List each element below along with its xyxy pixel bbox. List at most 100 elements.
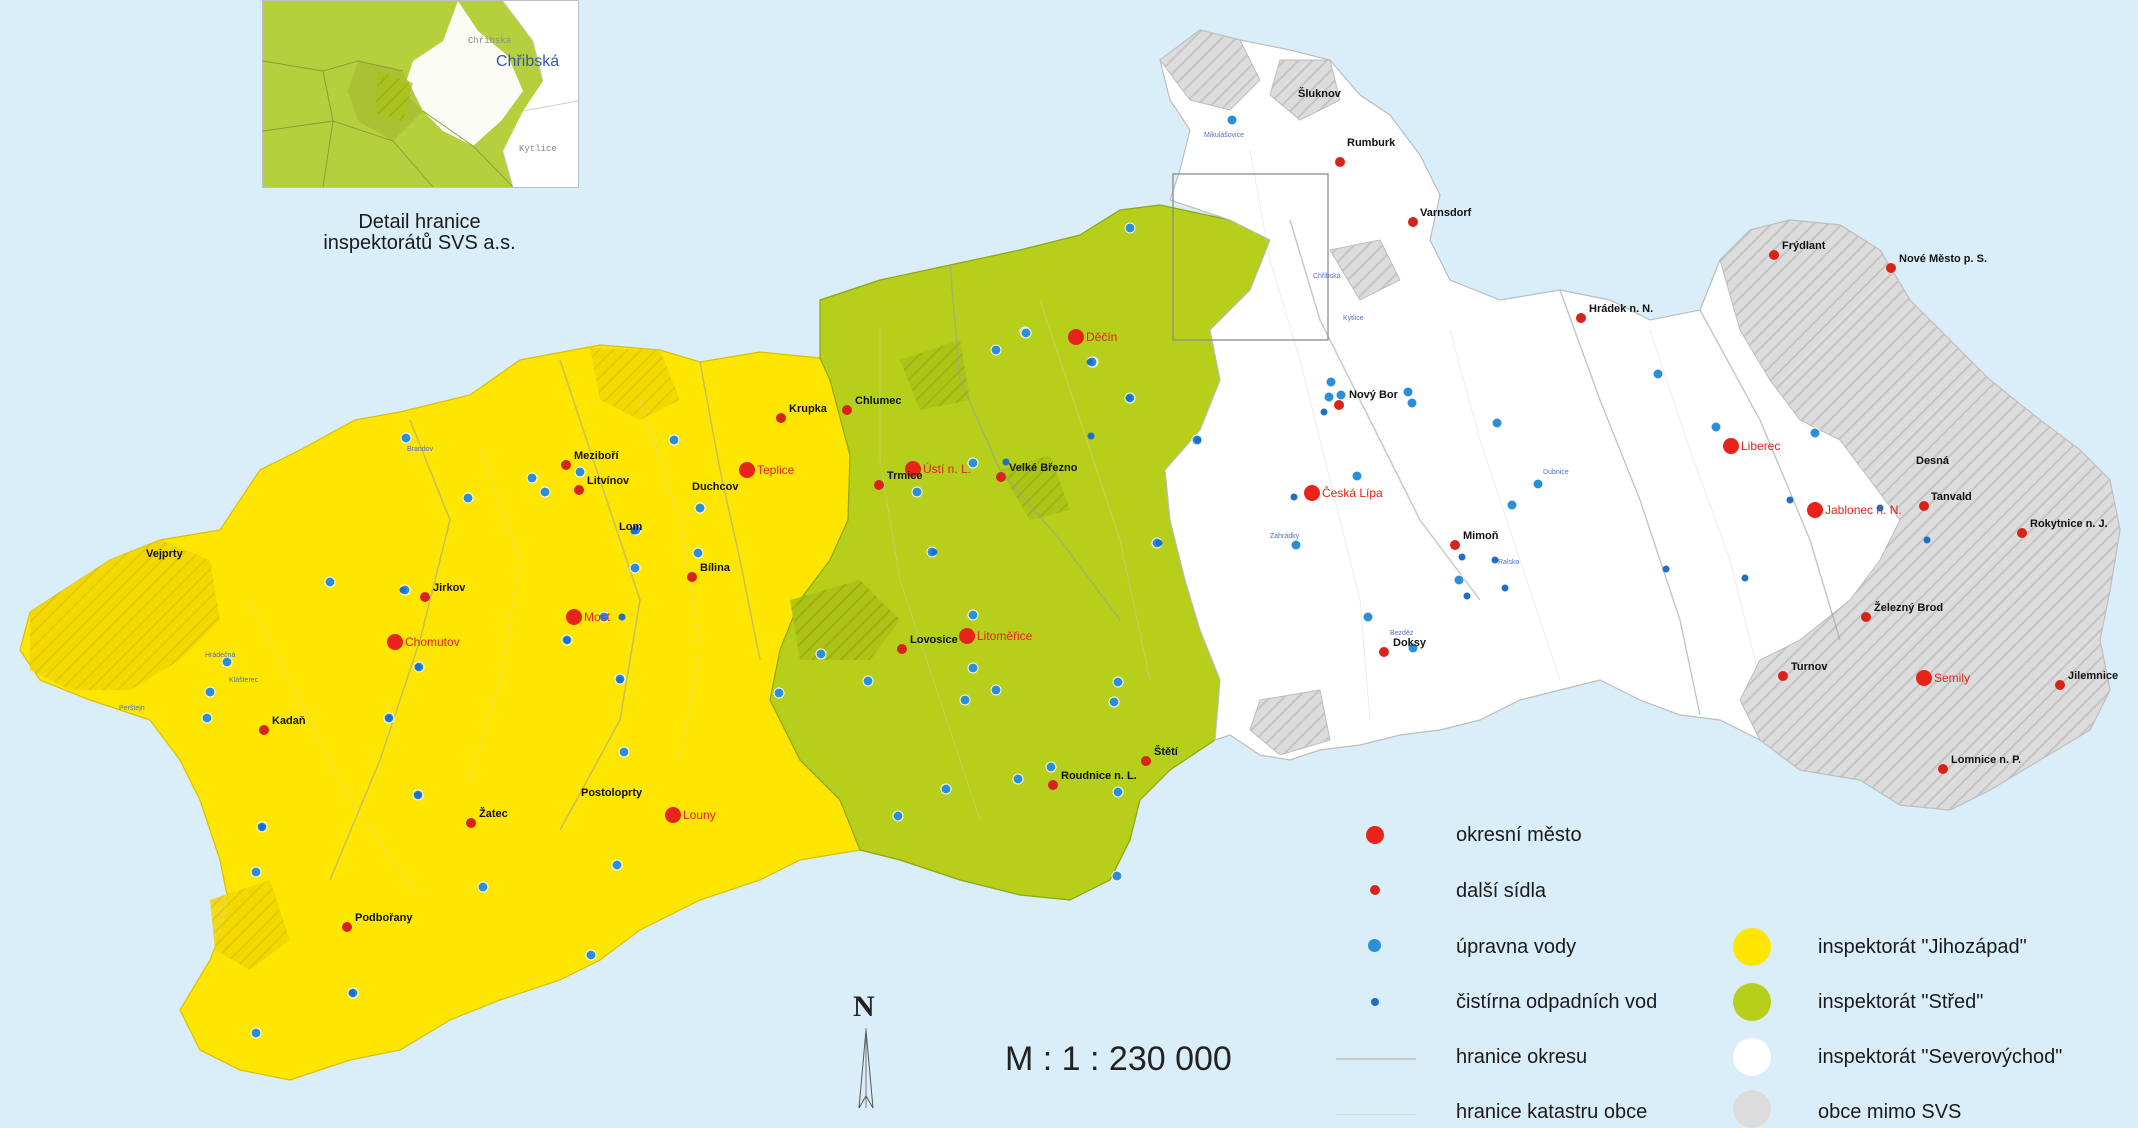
map-label: Podbořany	[355, 912, 413, 924]
hatch-stred-north	[900, 340, 970, 410]
district-city-points	[387, 329, 1932, 823]
legend-stred: inspektorát "Střed"	[1818, 991, 1984, 1013]
map-label: Bílina	[700, 562, 731, 574]
legend-dalsi-sidla: další sídla	[1456, 880, 1547, 902]
map-label: Liberec	[1741, 439, 1780, 453]
svg-text:Kytlice: Kytlice	[519, 144, 557, 154]
map-label: Perštejn	[119, 705, 145, 712]
map-label: Jirkov	[433, 582, 466, 594]
legend-small-blue-dot-icon	[1371, 998, 1379, 1006]
map-label: Roudnice n. L.	[1061, 770, 1137, 782]
inset-caption-line2: inspektorátů SVS a.s.	[323, 232, 516, 254]
map-label: Litvínov	[587, 475, 630, 487]
area-mimo-svs-east	[1719, 219, 2121, 811]
area-mimo-svs-mid	[1329, 239, 1401, 301]
map-label: Nový Bor	[1349, 389, 1399, 401]
inset-frame	[1172, 173, 1329, 341]
map-label: Zahrádky	[1270, 533, 1300, 540]
map-label: Krupka	[789, 403, 828, 415]
district-boundaries	[329, 219, 1841, 881]
area-mimo-svs-north2	[1269, 59, 1341, 121]
map-label: Chomutov	[405, 635, 460, 649]
legend-severovychod: inspektorát "Severovýchod"	[1818, 1046, 2063, 1068]
map-label: Hrádek n. N.	[1589, 303, 1653, 315]
hatch-jihozapad-north	[590, 348, 680, 420]
map-label: Teplice	[757, 463, 795, 477]
map-label: Kadaň	[272, 715, 306, 727]
inset-caption: Detail hranice inspektorátů SVS a.s.	[262, 212, 577, 254]
inset-place-label: Chřibská	[496, 53, 560, 70]
legend-small-red-dot-icon	[1370, 885, 1380, 895]
district-city-labels: Chomutov Most Teplice Ústí n. L. DěčínLitomě…	[405, 330, 1970, 822]
map-label: Desná	[1916, 455, 1950, 467]
map-label: Rokytnice n. J.	[2030, 518, 2108, 530]
map-label: Litoměřice	[977, 629, 1033, 643]
legend-mimo-svs-swatch-icon	[1733, 1090, 1771, 1128]
map-label: Ralsko	[1498, 559, 1520, 566]
map-label: Velké Březno	[1009, 462, 1078, 474]
legend-district-line-icon	[1336, 1058, 1416, 1060]
map-label: Štětí	[1154, 745, 1179, 758]
region-jihozapad	[19, 344, 861, 1081]
map-label: Duchcov	[692, 481, 739, 493]
map-label: Chlumec	[855, 395, 901, 407]
hatch-jihozapad-west	[30, 540, 220, 690]
map-label: Frýdlant	[1782, 240, 1826, 252]
hatch-jihozapad-south	[210, 880, 290, 970]
map-label: Postoloprty	[581, 787, 643, 799]
legend-hranice-okresu: hranice okresu	[1456, 1046, 1588, 1068]
map-label: Mimoň	[1463, 530, 1499, 542]
legend-big-red-dot-icon	[1366, 826, 1384, 844]
map-label: Doksy	[1393, 637, 1427, 649]
map-label: Jilemnice	[2068, 670, 2118, 682]
map-label: Lovosice	[910, 634, 958, 646]
map-label: Kytlice	[1343, 315, 1364, 322]
legend-blue-dot-icon	[1368, 939, 1381, 952]
map-label: Nové Město p. S.	[1899, 253, 1987, 265]
map-label: Turnov	[1791, 661, 1828, 673]
map-label: Šluknov	[1298, 87, 1342, 100]
map-label: Varnsdorf	[1420, 207, 1472, 219]
area-mimo-svs-north	[1159, 29, 1261, 111]
town-points	[259, 157, 2065, 932]
wastewater-points	[258, 358, 1931, 997]
legend-cistirna: čistírna odpadních vod	[1456, 991, 1658, 1013]
map-label: Semily	[1934, 671, 1970, 685]
legend-okresni-mesto: okresní město	[1456, 824, 1582, 846]
map-label: Klášterec	[229, 677, 259, 684]
north-label: N	[853, 990, 875, 1023]
map-label: Děčín	[1086, 330, 1117, 344]
map-label: Lom	[619, 521, 642, 533]
scale-label: M : 1 : 230 000	[1005, 1040, 1232, 1078]
map-label: Meziboří	[574, 450, 620, 462]
map-label: Hrádečná	[205, 652, 235, 659]
inset-caption-line1: Detail hranice	[358, 211, 481, 233]
map-label: Lomnice n. P.	[1951, 754, 2021, 766]
inset-map-drawing: Chřibská Kytlice	[263, 1, 578, 187]
map-label: Mikulášovice	[1204, 132, 1244, 139]
map-label: Žatec	[479, 807, 508, 820]
svg-text:Chřibská: Chřibská	[468, 36, 512, 46]
map-label: Brandov	[407, 446, 434, 453]
map-label: Trmice	[887, 470, 922, 482]
map-label: Tanvald	[1931, 491, 1972, 503]
hatch-stred-central	[790, 580, 900, 660]
map-label: Vejprty	[146, 548, 184, 560]
legend-jihozapad-swatch-icon	[1733, 928, 1771, 966]
map-label: Chřibská	[1313, 273, 1341, 280]
map-label: Bezděz	[1390, 630, 1414, 637]
map-label: Česká Lípa	[1322, 485, 1383, 500]
map-label: Jablonec n. N.	[1825, 503, 1902, 517]
legend-stred-swatch-icon	[1733, 983, 1771, 1021]
legend-cadastre-line-icon	[1336, 1114, 1416, 1115]
map-label: Ústí n. L.	[923, 461, 971, 476]
map-label: Železný Brod	[1874, 601, 1943, 614]
cadastre-boundaries	[249, 149, 2041, 901]
legend-upravna-vody: úpravna vody	[1456, 936, 1577, 958]
map-label: Most	[584, 610, 611, 624]
map-label: Dubnice	[1543, 469, 1569, 476]
legend-jihozapad: inspektorát "Jihozápad"	[1818, 936, 2027, 958]
legend-severovychod-swatch-icon	[1733, 1038, 1771, 1076]
